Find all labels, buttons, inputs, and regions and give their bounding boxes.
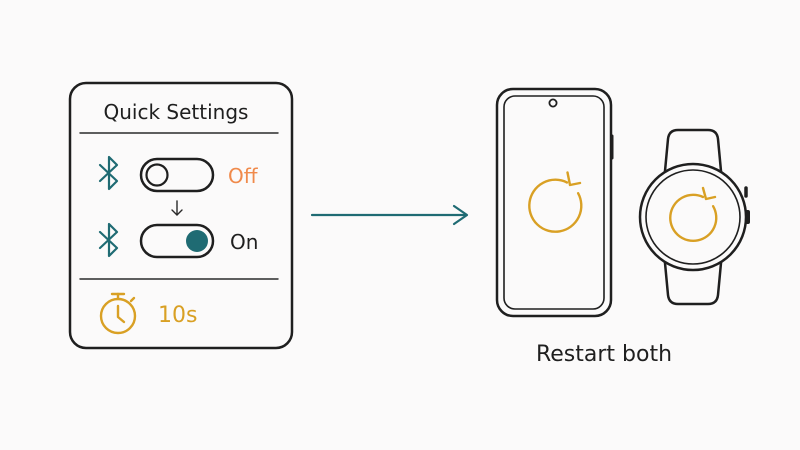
- watch-case: [638, 162, 748, 272]
- phone-body: [495, 87, 613, 318]
- toggle-knob: [186, 230, 208, 252]
- timer-label: 10s: [158, 303, 197, 328]
- state-label-on: On: [230, 230, 258, 254]
- caption: Restart both: [536, 342, 672, 367]
- smartwatch-icon: [638, 128, 750, 306]
- bluetooth-toggle-on-row: On: [98, 222, 258, 259]
- panel-frame: [68, 81, 294, 350]
- toggle-track: [139, 223, 215, 259]
- bluetooth-icon: [98, 155, 119, 191]
- toggle-knob: [145, 163, 169, 187]
- quick-settings-panel: Quick Settings Off On: [68, 81, 294, 350]
- toggle-switch-on[interactable]: [139, 223, 215, 259]
- bluetooth-toggle-off-row: Off: [98, 155, 259, 193]
- toggle-track: [139, 157, 215, 193]
- timer-row: 10s: [99, 292, 197, 335]
- arrow-down-icon: [171, 200, 183, 216]
- state-label-off: Off: [228, 164, 259, 188]
- toggle-switch-off[interactable]: [139, 157, 215, 193]
- panel-title: Quick Settings: [104, 100, 249, 124]
- restart-icon: [528, 171, 583, 233]
- bluetooth-icon: [98, 222, 119, 258]
- phone-screen: [503, 95, 605, 310]
- arrow-right-icon: [310, 204, 469, 226]
- phone-camera: [548, 98, 558, 108]
- watch-face: [645, 169, 741, 265]
- smartphone-icon: [495, 87, 614, 318]
- watch-strap-bottom: [663, 261, 723, 306]
- watch-strap-top: [663, 128, 723, 173]
- watch-crown: [745, 210, 750, 224]
- restart-icon: [669, 186, 718, 243]
- stopwatch-icon: [99, 292, 137, 335]
